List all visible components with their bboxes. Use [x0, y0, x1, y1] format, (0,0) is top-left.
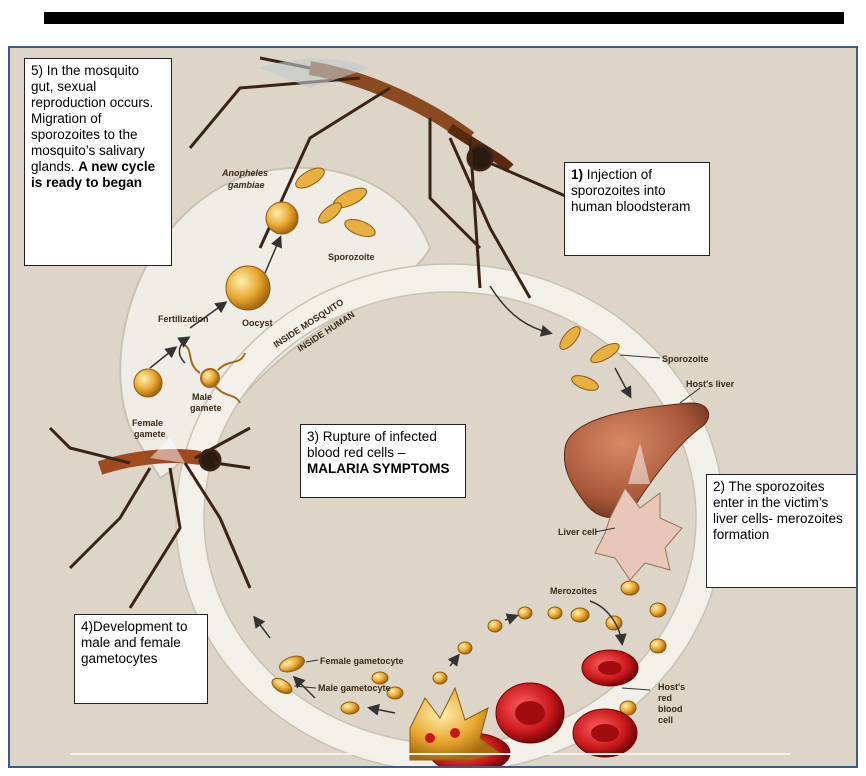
female-gamete-label-2: gamete — [134, 429, 166, 439]
oocyst-burst — [266, 202, 298, 234]
species-label-2: gambiae — [227, 180, 265, 190]
step-5-box: 5) In the mosquito gut, sexual reproduct… — [24, 58, 172, 266]
step-3-text: 3) Rupture of infected blood red cells – — [307, 429, 437, 460]
oocyst — [226, 266, 270, 310]
male-gamete-label-2: gamete — [190, 403, 222, 413]
sporozoite-right-label: Sporozoite — [662, 354, 709, 364]
step-4-text: 4)Development to male and female gametoc… — [81, 619, 188, 666]
mosquito-left — [50, 428, 250, 608]
hosts-rbc-label-3: blood — [658, 704, 683, 714]
merozoites-label: Merozoites — [550, 586, 597, 596]
male-gametocyte-label: Male gametocyte — [318, 683, 391, 693]
hosts-rbc-label-2: red — [658, 693, 672, 703]
step-3-bold: MALARIA SYMPTOMS — [307, 461, 450, 476]
step-3-box: 3) Rupture of infected blood red cells –… — [300, 424, 466, 498]
hosts-liver-label: Host's liver — [686, 379, 735, 389]
step-5-text: 5) In the mosquito gut, sexual reproduct… — [31, 63, 153, 174]
female-gametocyte-label: Female gametocyte — [320, 656, 404, 666]
oocyst-label: Oocyst — [242, 318, 273, 328]
step-2-box: 2) The sporozoites enter in the victim’s… — [706, 474, 858, 588]
hosts-rbc-label-4: cell — [658, 715, 673, 725]
rupturing-red-cell — [410, 688, 500, 760]
step-4-box: 4)Development to male and female gametoc… — [74, 614, 208, 704]
hosts-rbc-label-1: Host's — [658, 682, 685, 692]
malaria-lifecycle-figure: Anopheles gambiae Sporozoite Oocyst Fert… — [8, 46, 858, 768]
step-2-text: 2) The sporozoites enter in the victim’s… — [713, 479, 843, 542]
fertilization-label: Fertilization — [158, 314, 209, 324]
top-black-bar — [44, 12, 844, 24]
sporozoite-top-label: Sporozoite — [328, 252, 375, 262]
liver-cell-label: Liver cell — [558, 527, 597, 537]
female-gamete — [134, 369, 162, 397]
species-label-1: Anopheles — [221, 168, 268, 178]
step-1-number: 1) — [571, 167, 583, 182]
female-gamete-label-1: Female — [132, 418, 163, 428]
male-gamete-label-1: Male — [192, 392, 212, 402]
step-1-text: Injection of sporozoites into human bloo… — [571, 167, 690, 214]
step-1-box: 1) Injection of sporozoites into human b… — [564, 162, 710, 256]
